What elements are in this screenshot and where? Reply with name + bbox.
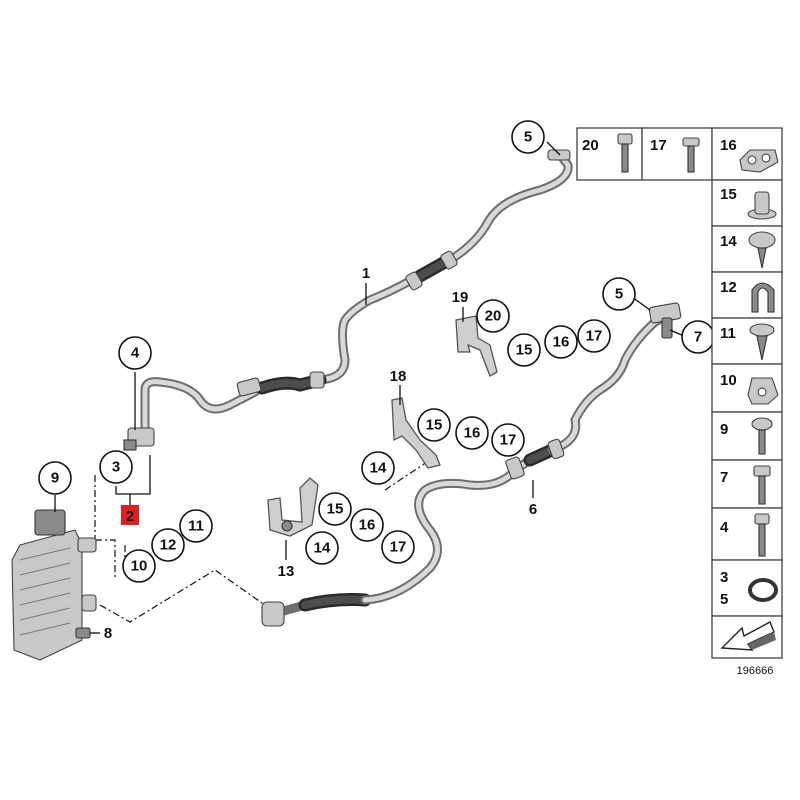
svg-text:16: 16 bbox=[464, 425, 481, 442]
torx-screw-icon bbox=[748, 231, 776, 269]
svg-text:9: 9 bbox=[51, 470, 59, 487]
svg-text:10: 10 bbox=[131, 558, 148, 575]
callout-15-middle: 15 bbox=[417, 408, 451, 442]
svg-text:14: 14 bbox=[314, 540, 331, 557]
hex-bolt-icon bbox=[682, 137, 700, 173]
svg-text:11: 11 bbox=[720, 325, 736, 342]
callout-7: 7 bbox=[681, 320, 715, 354]
leader-lines bbox=[54, 141, 685, 634]
svg-text:14: 14 bbox=[370, 460, 387, 477]
label-8: 8 bbox=[104, 625, 112, 642]
callout-12: 12 bbox=[151, 528, 185, 562]
callout-15-upper: 15 bbox=[507, 333, 541, 367]
hex-bolt-long-icon bbox=[753, 465, 771, 505]
callout-14-middle: 14 bbox=[361, 451, 395, 485]
callout-9: 9 bbox=[38, 461, 72, 495]
o-ring-icon bbox=[748, 578, 778, 602]
label-13: 13 bbox=[278, 563, 295, 580]
svg-text:15: 15 bbox=[516, 342, 533, 359]
svg-text:20: 20 bbox=[485, 308, 502, 325]
svg-text:5: 5 bbox=[615, 286, 623, 303]
label-6: 6 bbox=[529, 501, 537, 518]
svg-text:17: 17 bbox=[586, 328, 603, 345]
callout-17-lower: 17 bbox=[381, 530, 415, 564]
legend-table: 20 17 16 15 14 12 11 bbox=[576, 127, 783, 659]
svg-text:9: 9 bbox=[720, 421, 728, 438]
rivet-nut-icon bbox=[747, 191, 777, 220]
label-18: 18 bbox=[390, 368, 407, 385]
svg-text:7: 7 bbox=[694, 329, 702, 346]
callout-5-right: 5 bbox=[602, 277, 636, 311]
svg-text:4: 4 bbox=[131, 345, 140, 362]
bracket-13 bbox=[267, 477, 319, 537]
svg-text:15: 15 bbox=[720, 186, 737, 203]
oil-cooler-8 bbox=[11, 509, 97, 661]
callout-11: 11 bbox=[179, 509, 213, 543]
svg-text:3: 3 bbox=[720, 569, 728, 586]
label-19: 19 bbox=[452, 289, 469, 306]
highlighted-label-2[interactable]: 2 bbox=[121, 505, 139, 525]
callout-10: 10 bbox=[122, 549, 156, 583]
svg-text:17: 17 bbox=[650, 137, 667, 154]
callout-17-middle: 17 bbox=[491, 423, 525, 457]
pipe-1 bbox=[123, 149, 573, 451]
svg-text:10: 10 bbox=[720, 372, 737, 389]
svg-text:15: 15 bbox=[327, 501, 344, 518]
callout-4: 4 bbox=[118, 336, 152, 370]
svg-text:14: 14 bbox=[720, 233, 737, 250]
svg-text:7: 7 bbox=[720, 469, 728, 486]
pipe-6 bbox=[261, 302, 682, 627]
tapping-screw-icon bbox=[749, 323, 775, 361]
svg-text:17: 17 bbox=[390, 539, 407, 556]
svg-text:4: 4 bbox=[720, 519, 729, 536]
clip-nut-icon bbox=[747, 377, 779, 405]
allen-bolt-icon bbox=[754, 513, 770, 557]
callout-15-lower: 15 bbox=[318, 492, 352, 526]
svg-text:5: 5 bbox=[524, 129, 532, 146]
callout-16-upper: 16 bbox=[544, 325, 578, 359]
svg-text:12: 12 bbox=[160, 537, 177, 554]
svg-text:20: 20 bbox=[582, 137, 599, 154]
callout-16-middle: 16 bbox=[455, 416, 489, 450]
svg-text:2: 2 bbox=[126, 508, 134, 525]
callout-14-lower: 14 bbox=[305, 531, 339, 565]
callout-20: 20 bbox=[476, 299, 510, 333]
reference-number: 196666 bbox=[737, 665, 774, 677]
allen-screw-icon bbox=[617, 133, 633, 173]
svg-text:16: 16 bbox=[359, 517, 376, 534]
callout-3: 3 bbox=[99, 450, 133, 484]
torx-bolt-icon bbox=[751, 417, 773, 455]
callout-16-lower: 16 bbox=[350, 508, 384, 542]
svg-text:15: 15 bbox=[426, 417, 443, 434]
svg-text:17: 17 bbox=[500, 432, 517, 449]
svg-text:11: 11 bbox=[188, 518, 204, 535]
label-1: 1 bbox=[362, 265, 370, 282]
svg-text:3: 3 bbox=[112, 459, 120, 476]
svg-text:12: 12 bbox=[720, 279, 737, 296]
pipe-clip-icon bbox=[739, 149, 779, 173]
callout-5-top: 5 bbox=[511, 120, 545, 154]
callout-17-upper: 17 bbox=[577, 319, 611, 353]
svg-text:16: 16 bbox=[553, 334, 570, 351]
bracket-19 bbox=[455, 315, 498, 377]
direction-arrow-icon bbox=[720, 621, 776, 651]
rubber-clamp-icon bbox=[751, 282, 775, 313]
svg-text:16: 16 bbox=[720, 137, 737, 154]
svg-text:5: 5 bbox=[720, 591, 728, 608]
bracket-18 bbox=[391, 397, 441, 469]
